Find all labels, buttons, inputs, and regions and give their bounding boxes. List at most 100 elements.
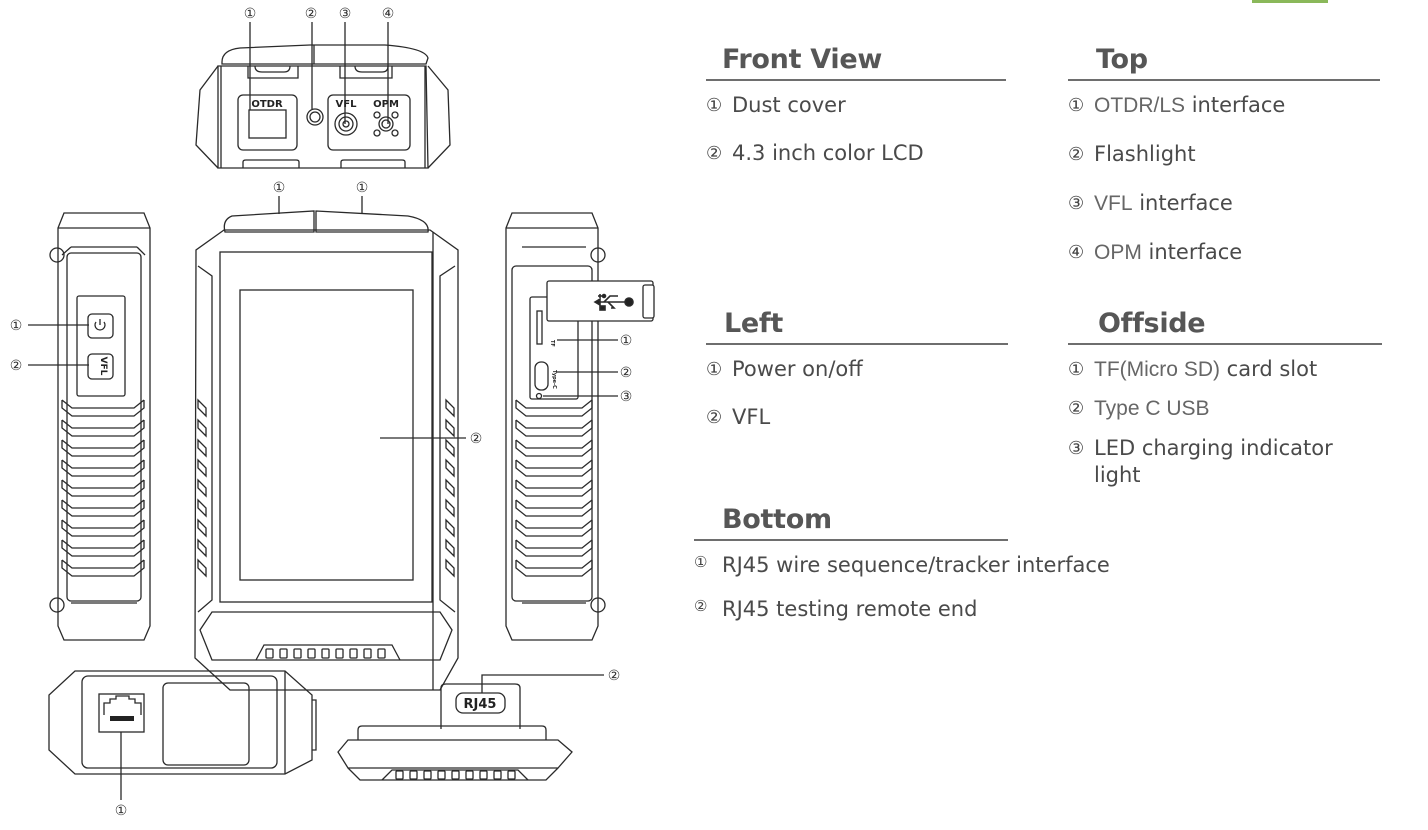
item-text: RJ45 wire sequence/tracker interface [722, 553, 1110, 577]
power-icon [94, 319, 106, 331]
section-left: Left ① Power on/off ② VFL [706, 308, 1008, 429]
item-number: ④ [1068, 242, 1085, 263]
bottom-body [48, 670, 313, 775]
bottom-callout-1: ① [115, 803, 128, 819]
item-number: ② [706, 143, 723, 164]
front-callout-1b: ① [356, 180, 369, 196]
offside-callout-2: ② [620, 365, 633, 381]
item-text-light: VFL [1094, 192, 1133, 215]
list-item: ② 4.3 inch color LCD [706, 141, 1006, 165]
offside-callout-3: ③ [620, 389, 633, 405]
item-number: ③ [1068, 438, 1085, 459]
top-callout-3: ③ [339, 6, 352, 22]
item-text: 4.3 inch color LCD [732, 141, 924, 165]
front-body [194, 229, 459, 691]
item-number: ① [1068, 359, 1085, 380]
section-divider [706, 343, 1008, 345]
offside-callout-1: ① [620, 333, 633, 349]
lcd-screen [239, 289, 414, 581]
tf-slot [536, 310, 543, 345]
item-number: ② [706, 407, 723, 428]
dust-cover-right [315, 210, 429, 233]
usb-icon [593, 293, 634, 311]
remote-callout-2: ② [608, 668, 621, 684]
dust-cover-top [221, 44, 429, 65]
accent-bar [1252, 0, 1328, 3]
section-divider [1068, 343, 1382, 345]
item-number: ① [1068, 95, 1085, 116]
otdr-port [248, 109, 287, 139]
front-view: ① ① [194, 180, 482, 691]
list-item: ③ VFL interface [1068, 191, 1380, 216]
item-number: ② [1068, 144, 1085, 165]
item-number: ① [706, 95, 723, 116]
section-divider [1068, 79, 1380, 81]
vfl-opm-frame [327, 94, 411, 151]
left-button-panel [76, 295, 126, 397]
top-view: OTDR VFL OPM ① ② ③ ④ [195, 6, 451, 169]
flashlight [306, 108, 324, 126]
opm-label: OPM [373, 99, 399, 110]
tf-label: TF [549, 340, 555, 347]
item-text: RJ45 testing remote end [722, 597, 978, 621]
section-title: Offside [1098, 308, 1206, 339]
led-indicator [535, 392, 543, 400]
lcd-bezel [219, 251, 433, 603]
item-number: ② [1068, 398, 1085, 419]
vfl-button-label: VFL [98, 357, 108, 376]
top-callout-4: ④ [382, 6, 395, 22]
item-text: VFL [732, 405, 771, 429]
list-item: ③ LED charging indicator light [1068, 435, 1382, 488]
item-text: interface [1132, 191, 1233, 215]
left-callout-1: ① [10, 318, 23, 334]
remote-vents [395, 770, 516, 780]
offside-grip-ridges [515, 399, 593, 577]
front-grip-right [445, 398, 455, 578]
item-number: ① [706, 359, 723, 380]
top-callout-2: ② [305, 6, 318, 22]
left-callout-2: ② [10, 358, 23, 374]
section-divider [706, 79, 1006, 81]
typec-label: Type-C [551, 370, 557, 389]
top-callout-1: ① [244, 6, 257, 22]
otdr-label: OTDR [251, 99, 283, 110]
item-text: card slot [1219, 357, 1318, 381]
remote-cap [440, 683, 521, 729]
item-text-light: TF(Micro SD) [1094, 358, 1220, 381]
list-item: ① TF(Micro SD) card slot [1068, 357, 1382, 382]
section-title: Left [724, 308, 783, 339]
rj45-remote-view: RJ45 ② [337, 668, 621, 781]
front-bottom-vents [265, 648, 386, 659]
power-button [87, 313, 114, 339]
rj45-badge [455, 692, 506, 714]
item-number: ① [694, 553, 708, 571]
vfl-label: VFL [336, 99, 358, 110]
item-text-light: OTDR/LS [1094, 94, 1186, 117]
opm-port [378, 116, 394, 132]
rj45-badge-label: RJ45 [464, 697, 497, 712]
device-drawings: OTDR VFL OPM ① ② ③ ④ ① ① [10, 6, 655, 819]
left-view: VFL ① ② [10, 212, 151, 641]
item-text: Power on/off [732, 357, 863, 381]
item-number: ③ [1068, 193, 1085, 214]
item-text: Flashlight [1094, 142, 1196, 166]
list-item: ① Power on/off [706, 357, 1008, 381]
section-title: Front View [722, 44, 883, 75]
typec-port [534, 361, 549, 391]
otdr-port-frame [237, 94, 298, 151]
item-number: ② [694, 597, 708, 615]
front-callout-1a: ① [273, 180, 286, 196]
offside-body [505, 212, 599, 641]
item-text: LED charging indicator light [1094, 436, 1333, 487]
list-item: ② VFL [706, 405, 1008, 429]
list-item: ② Flashlight [1068, 142, 1380, 167]
left-grip-ridges [61, 399, 145, 577]
section-divider [694, 539, 1008, 541]
